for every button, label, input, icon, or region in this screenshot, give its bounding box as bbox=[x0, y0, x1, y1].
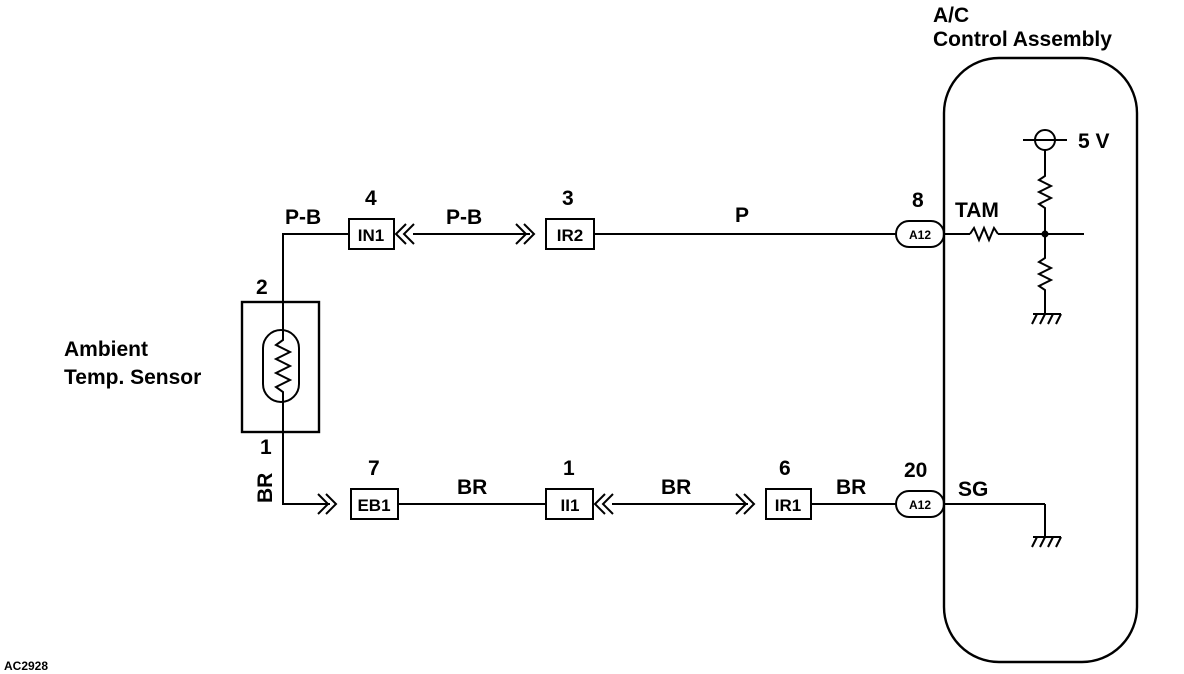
connector-ii1 bbox=[545, 488, 594, 520]
pullup-resistor-icon bbox=[1036, 150, 1054, 234]
ecu-connector-top bbox=[895, 220, 945, 248]
sg-label: SG bbox=[958, 478, 988, 501]
connector-ir2-pin: 3 bbox=[562, 187, 574, 210]
figure-code: AC2928 bbox=[4, 659, 48, 673]
male-terminal-icon bbox=[325, 493, 338, 515]
ecu-connector-top-pin: 8 bbox=[912, 189, 924, 212]
pulldown-resistor-icon bbox=[1036, 234, 1054, 314]
bottom-wire-3-label: BR bbox=[836, 476, 866, 499]
male-terminal-icon bbox=[743, 493, 756, 515]
top-wire-sensor-label: P-B bbox=[285, 206, 321, 229]
female-terminal-icon bbox=[402, 223, 415, 245]
control-assembly-outline bbox=[942, 56, 1139, 664]
sensor-label-line2: Temp. Sensor bbox=[64, 366, 201, 389]
female-terminal-icon bbox=[601, 493, 614, 515]
top-wire-sensor bbox=[282, 233, 349, 302]
supply-voltage-label: 5 V bbox=[1078, 130, 1110, 153]
bottom-wire-2-label: BR bbox=[661, 476, 691, 499]
sensor-pin-bottom: 1 bbox=[260, 436, 272, 459]
bottom-wire-sensor bbox=[282, 432, 330, 505]
connector-in1-name: IN1 bbox=[358, 226, 384, 245]
connector-ir2-name: IR2 bbox=[557, 226, 583, 245]
sg-ground-icon bbox=[1031, 536, 1062, 548]
connector-eb1-name: EB1 bbox=[357, 496, 390, 515]
voltage-supply-icon bbox=[1023, 129, 1067, 151]
thermistor-capsule bbox=[262, 329, 300, 403]
ground-icon bbox=[1031, 313, 1062, 325]
connector-eb1-pin: 7 bbox=[368, 457, 380, 480]
connector-ir1-pin: 6 bbox=[779, 457, 791, 480]
assembly-label-line1: A/C bbox=[933, 4, 969, 27]
male-terminal-icon bbox=[523, 223, 536, 245]
connector-ir1-name: IR1 bbox=[775, 496, 801, 515]
male-terminal-icon bbox=[735, 493, 748, 515]
ecu-connector-top-name: A12 bbox=[909, 228, 931, 242]
ecu-connector-bottom-name: A12 bbox=[909, 498, 931, 512]
bottom-wire-1-label: BR bbox=[457, 476, 487, 499]
male-terminal-icon bbox=[515, 223, 528, 245]
ecu-connector-bottom bbox=[895, 490, 945, 518]
female-terminal-icon bbox=[394, 223, 407, 245]
male-terminal-icon bbox=[317, 493, 330, 515]
connector-ii1-name: II1 bbox=[561, 496, 580, 515]
tam-label: TAM bbox=[955, 199, 999, 222]
thermistor-icon bbox=[273, 302, 293, 432]
top-wire-to-ecu-label: P bbox=[735, 204, 749, 227]
sensor-pin-top: 2 bbox=[256, 276, 268, 299]
sensor-label-line1: Ambient bbox=[64, 338, 148, 361]
assembly-label-line2: Control Assembly bbox=[933, 28, 1112, 51]
connector-ii1-pin: 1 bbox=[563, 457, 575, 480]
bottom-wire-sensor-label: BR bbox=[254, 473, 277, 503]
tam-resistor-icon bbox=[969, 225, 999, 243]
female-terminal-icon bbox=[593, 493, 606, 515]
sensor-outline bbox=[240, 300, 321, 434]
ecu-connector-bottom-pin: 20 bbox=[904, 459, 927, 482]
connector-in1 bbox=[348, 218, 395, 250]
connector-in1-pin: 4 bbox=[365, 187, 377, 210]
top-wire-mid-label: P-B bbox=[446, 206, 482, 229]
